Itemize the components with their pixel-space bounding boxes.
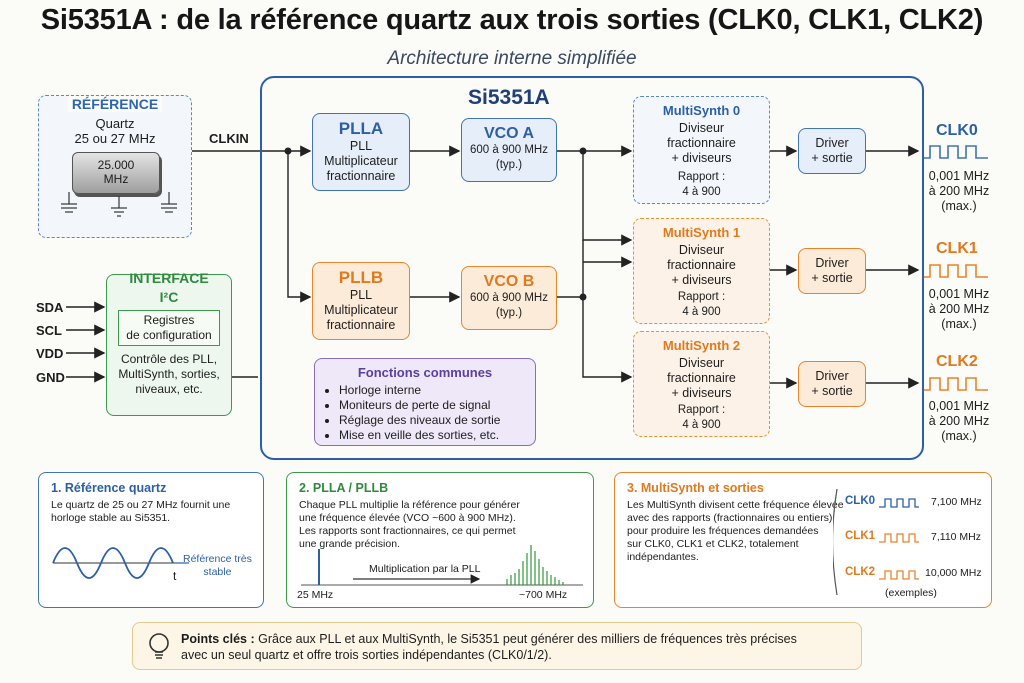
example-clk2-freq: 10,000 MHz xyxy=(925,567,982,579)
spectrum-icon xyxy=(301,545,583,586)
pin-vdd: VDD xyxy=(36,346,64,361)
examples-waveforms xyxy=(833,488,919,596)
clk1-waveform xyxy=(924,264,988,278)
driver-1-block: Driver + sortie xyxy=(798,248,866,294)
list-item: Horloge interne xyxy=(339,383,535,398)
output-clk2-label: CLK2 xyxy=(936,353,978,370)
interface-block: INTERFACE I²C Registres de configuration… xyxy=(106,270,232,416)
chip-label: Si5351A xyxy=(468,86,550,109)
list-item: Réglage des niveaux de sortie xyxy=(339,413,535,428)
common-functions-block: Fonctions communes Horloge interne Monit… xyxy=(314,358,536,446)
lightbulb-icon xyxy=(149,633,169,659)
clk0-waveform xyxy=(924,145,988,159)
key-points-text: Points clés : Grâce aux PLL et aux Multi… xyxy=(181,632,797,662)
clk2-waveform xyxy=(924,377,988,391)
vcob-block: VCO B 600 à 900 MHz (typ.) xyxy=(461,266,557,330)
page-title: Si5351A : de la référence quartz aux tro… xyxy=(40,4,984,36)
example-clk0-freq: 7,100 MHz xyxy=(931,496,982,508)
multisynth-0-block: MultiSynth 0 Diviseur fractionnaire + di… xyxy=(633,96,770,204)
panel-multisynth-outputs: 3. MultiSynth et sorties Les MultiSynth … xyxy=(614,472,992,608)
clkin-label: CLKIN xyxy=(209,131,249,146)
crystal-icon: 25.000 MHz xyxy=(72,152,160,194)
reference-wave-label: Référence très stable xyxy=(183,553,252,578)
pin-sda: SDA xyxy=(36,300,64,315)
reference-block: RÉFÉRENCE Quartz 25 ou 27 MHz 25.000 MHz xyxy=(38,95,192,238)
driver-2-block: Driver + sortie xyxy=(798,361,866,407)
ground-symbols xyxy=(61,192,177,217)
driver-0-block: Driver + sortie xyxy=(798,128,866,174)
output-clk2-range: 0,001 MHz à 200 MHz (max.) xyxy=(928,399,990,443)
output-clk1-range: 0,001 MHz à 200 MHz (max.) xyxy=(928,287,990,331)
page-subtitle: Architecture interne simplifiée xyxy=(387,48,637,69)
plla-block: PLLA PLL Multiplicateur fractionnaire xyxy=(312,113,410,191)
pin-gnd: GND xyxy=(36,370,65,385)
pin-scl: SCL xyxy=(36,323,62,338)
pllb-block: PLLB PLL Multiplicateur fractionnaire xyxy=(312,262,410,340)
reference-line1: Quartz xyxy=(95,116,135,131)
reference-line2: 25 ou 27 MHz xyxy=(74,131,156,146)
example-clk1-label: CLK1 xyxy=(845,530,876,542)
multisynth-1-block: MultiSynth 1 Diviseur fractionnaire + di… xyxy=(633,218,770,324)
chip-frame xyxy=(260,76,924,460)
sine-wave-icon xyxy=(52,547,189,579)
common-functions-list: Horloge interne Moniteurs de perte de si… xyxy=(315,383,535,443)
output-clk0-range: 0,001 MHz à 200 MHz (max.) xyxy=(928,169,990,213)
vcoa-block: VCO A 600 à 900 MHz (typ.) xyxy=(461,118,557,182)
example-clk2-label: CLK2 xyxy=(845,566,876,578)
panel-reference-quartz: 1. Référence quartz Le quartz de 25 ou 2… xyxy=(38,472,264,608)
list-item: Mise en veille des sorties, etc. xyxy=(339,428,535,443)
list-item: Moniteurs de perte de signal xyxy=(339,398,535,413)
examples-note: (exemples) xyxy=(885,587,937,599)
registers-box: Registres de configuration xyxy=(118,310,220,346)
key-points-box: Points clés : Grâce aux PLL et aux Multi… xyxy=(132,622,862,670)
reference-header: RÉFÉRENCE xyxy=(67,96,163,112)
output-clk1-label: CLK1 xyxy=(936,240,978,257)
output-clk0-label: CLK0 xyxy=(936,122,978,139)
multisynth-2-block: MultiSynth 2 Diviseur fractionnaire + di… xyxy=(633,331,770,437)
example-clk0-label: CLK0 xyxy=(845,495,876,507)
panel-plla-pllb: 2. PLLA / PLLB Chaque PLL multiplie la r… xyxy=(286,472,594,608)
example-clk1-freq: 7,110 MHz xyxy=(931,531,981,543)
